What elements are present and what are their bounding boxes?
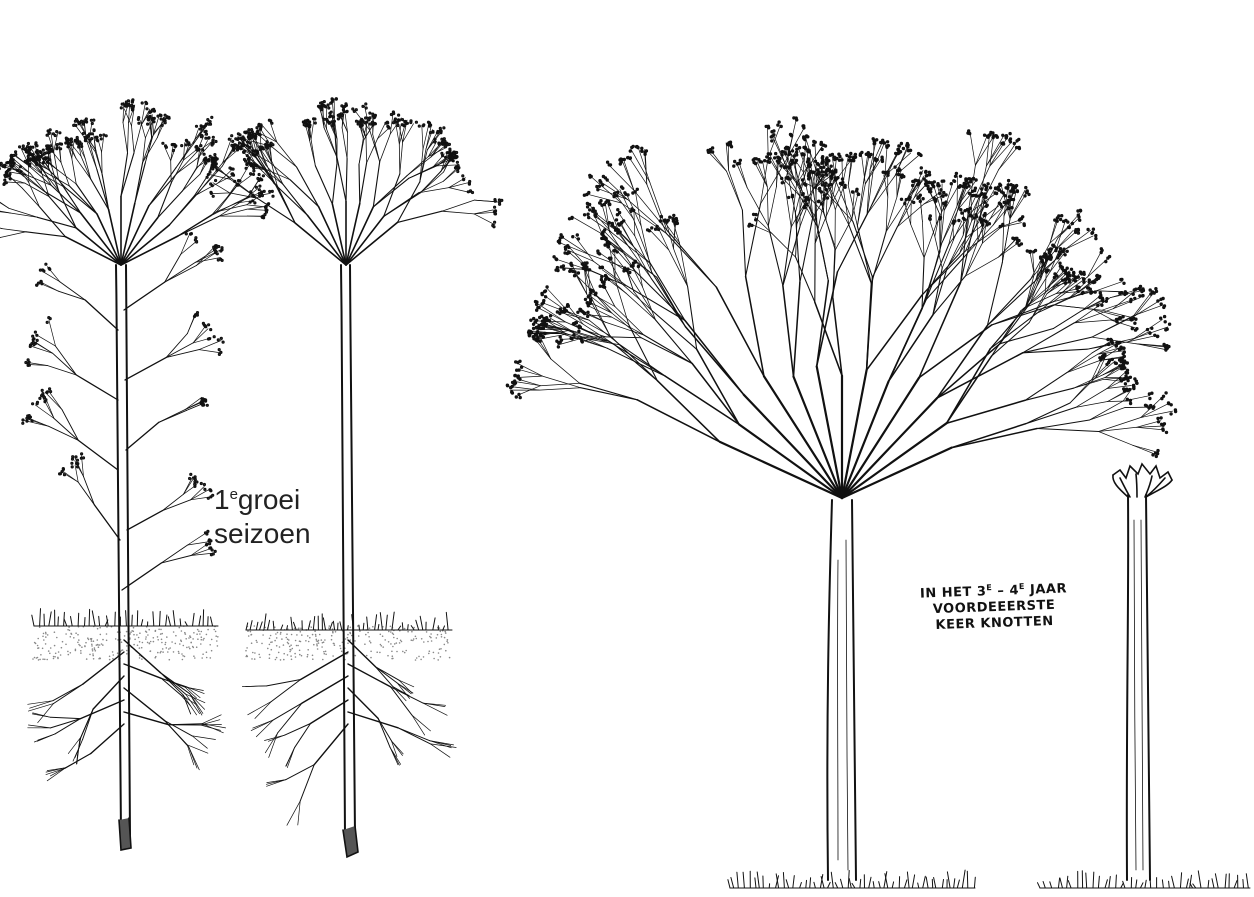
crown	[507, 117, 1177, 498]
growth-season-word: seizoen	[214, 517, 311, 551]
crown	[0, 99, 274, 265]
trunk	[341, 265, 358, 857]
trunk	[827, 500, 856, 880]
growth-superscript: e	[230, 486, 238, 503]
growth-season-label: 1egroei seizoen	[214, 478, 311, 551]
trunk	[1127, 495, 1150, 880]
trunk	[116, 265, 131, 850]
cut-knot	[1113, 464, 1172, 497]
pollard-suffix: JAAR	[1025, 581, 1067, 597]
growth-number: 1	[214, 484, 230, 515]
soil-band	[245, 625, 450, 661]
pollard-dash: – 4	[992, 583, 1019, 599]
young-tree-with-side-branches	[0, 99, 274, 850]
side-branches	[22, 233, 224, 590]
roots	[242, 640, 456, 825]
grass	[1038, 871, 1251, 888]
roots	[28, 640, 226, 781]
mature-tree	[507, 117, 1177, 888]
pollarded-trunk	[1038, 464, 1251, 888]
grass	[246, 612, 452, 630]
pollard-prefix: IN HET 3	[920, 584, 987, 601]
grass	[728, 870, 975, 888]
growth-word: groei	[238, 484, 300, 515]
pollard-timing-label: IN HET 3E – 4E JAAR VOORDEEERSTE KEER KN…	[883, 576, 1105, 636]
crown	[206, 98, 502, 265]
